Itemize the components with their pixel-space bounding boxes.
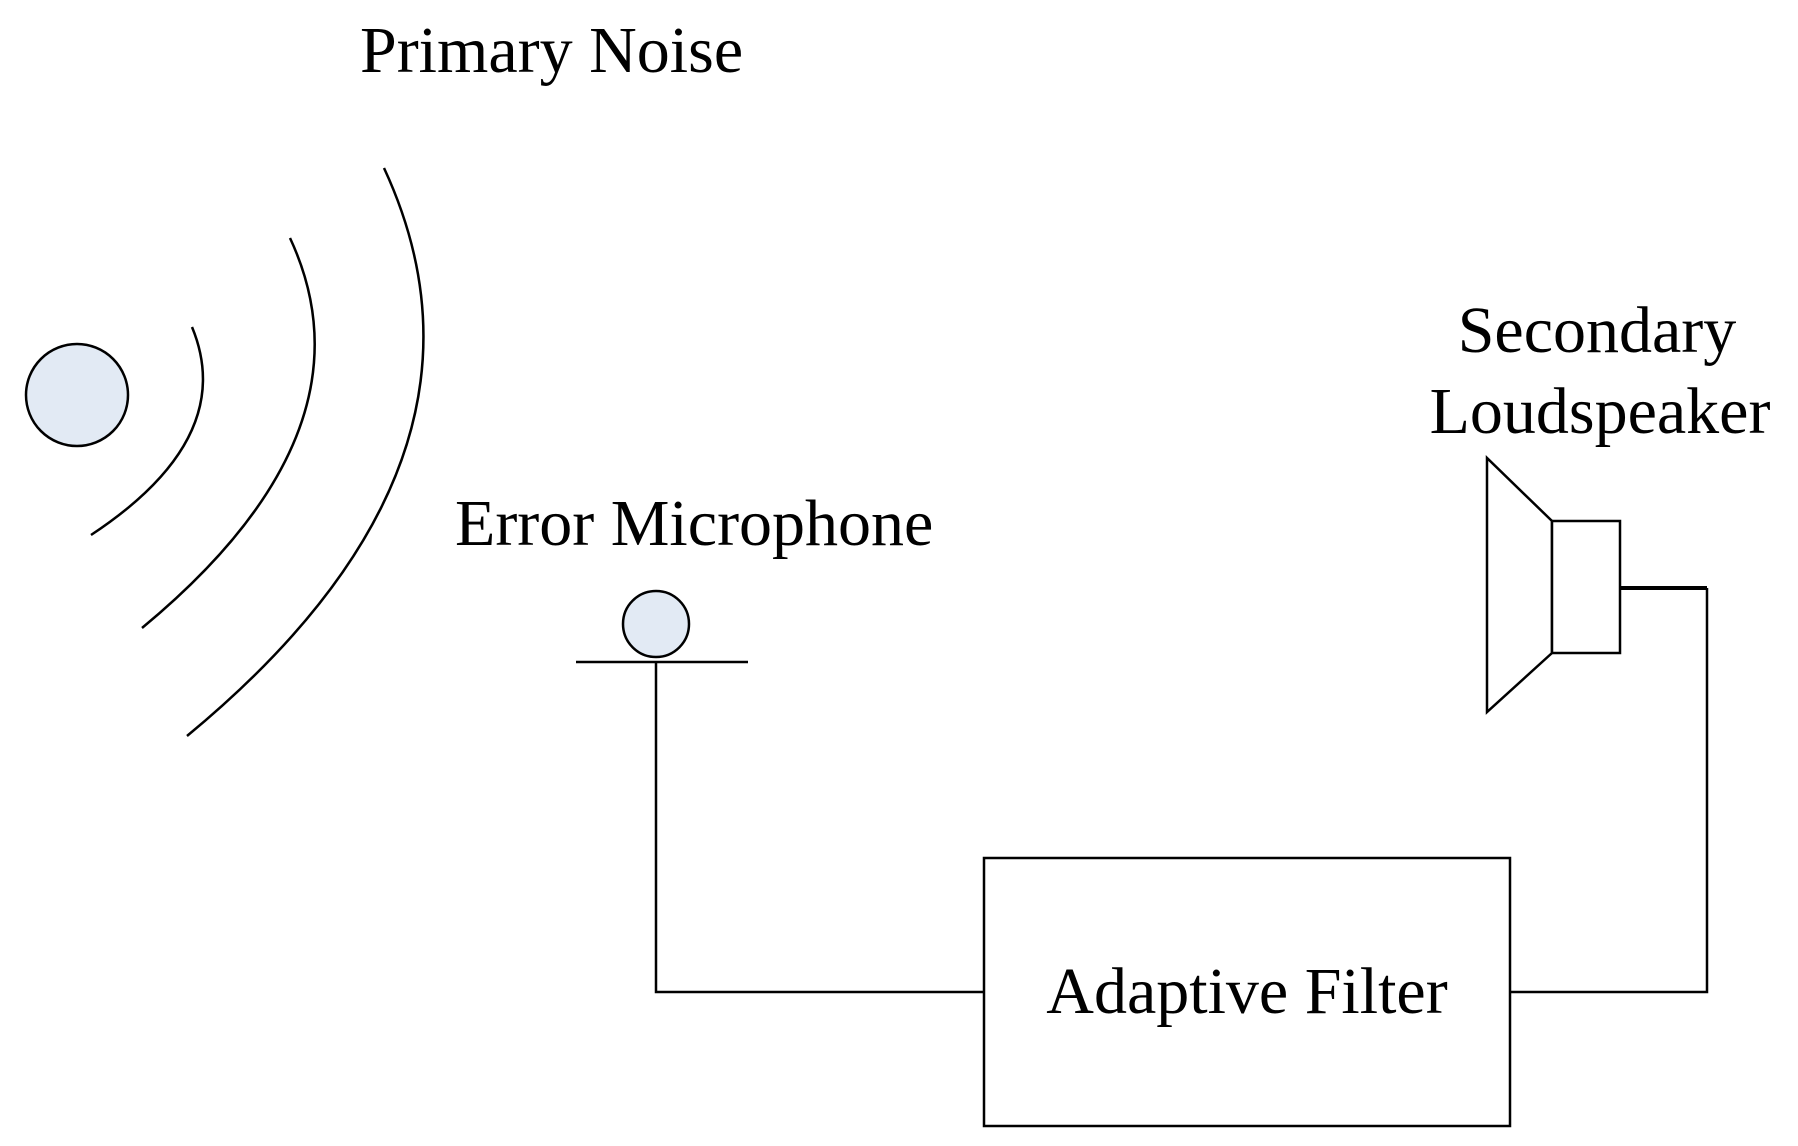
mic-to-filter-wire bbox=[654, 662, 984, 994]
error-microphone-label: Error Microphone bbox=[455, 487, 933, 560]
error-microphone bbox=[576, 589, 748, 664]
speaker-cone bbox=[1485, 455, 1554, 715]
secondary-loudspeaker-label-line2: Loudspeaker bbox=[1430, 375, 1771, 448]
filter-to-speaker-wire bbox=[1510, 588, 1709, 994]
secondary-loudspeaker-label-line1: Secondary bbox=[1458, 294, 1737, 367]
primary-noise-source bbox=[24, 167, 425, 737]
speaker-magnet-box bbox=[1550, 519, 1622, 655]
sound-wave-outer bbox=[186, 167, 425, 737]
sound-wave-middle bbox=[141, 237, 316, 629]
noise-source-circle bbox=[24, 342, 130, 448]
microphone-head bbox=[621, 589, 691, 659]
sound-wave-inner bbox=[90, 326, 205, 537]
adaptive-filter-label: Adaptive Filter bbox=[1046, 955, 1447, 1028]
primary-noise-label: Primary Noise bbox=[360, 14, 743, 87]
secondary-loudspeaker bbox=[1485, 455, 1622, 715]
